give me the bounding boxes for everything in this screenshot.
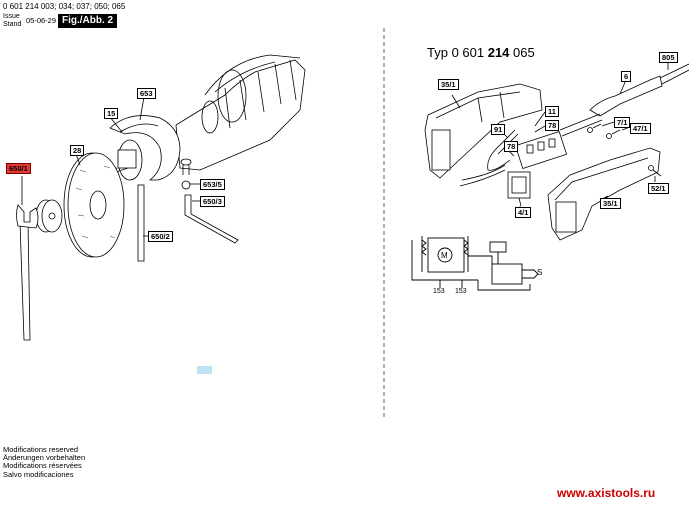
flange-nut [35,199,63,233]
callout-35-1-bottom: 35/1 [600,198,621,209]
wiring-schematic [411,236,539,291]
callout-15: 15 [104,108,119,119]
highlight-marker [197,366,212,374]
issue-stand-label: Issue Stand [3,13,21,29]
callout-52-1: 52/1 [648,183,669,194]
housing-half-top [424,83,543,179]
type-bold: 214 [487,45,510,60]
spanner-wrench [16,204,39,341]
callout-6: 6 [621,71,632,82]
callout-11: 11 [545,106,559,117]
type-heading: Typ 0 601 214 065 [427,45,535,60]
callout-7-1: 7/1 [614,117,631,128]
callout-650-1-highlighted: 650/1 [6,163,31,174]
motor-symbol: M [441,251,448,260]
allen-key [184,194,239,244]
screws [587,123,662,177]
callout-78-upper: 78 [545,120,560,131]
brush-holder [507,171,531,207]
bolt [180,158,192,190]
callout-4-1: 4/1 [515,207,532,218]
callout-653-5: 653/5 [200,179,225,190]
schematic-label-153-left: 153 [433,288,445,295]
figure-label: Fig./Abb. 2 [58,14,118,28]
website-link[interactable]: www.axistools.ru [557,486,656,500]
grinder-body [175,54,306,171]
note-es: Salvo modificaciones [3,469,74,479]
housing-half-bottom [547,147,661,241]
callout-653: 653 [137,88,156,99]
type-suffix: 065 [509,45,535,60]
callout-78-lower: 78 [504,141,519,152]
stand-label: Stand [3,21,22,28]
note-de: Änderungen vorbehalten [3,453,86,463]
callout-650-2: 650/2 [148,231,173,242]
callout-91: 91 [491,124,506,135]
note-fr: Modifications réservées [3,461,82,471]
type-prefix: Typ 0 601 [427,45,488,60]
pin-rod [137,184,145,262]
wires [459,129,519,187]
callout-47-1: 47/1 [630,123,651,134]
model-numbers: 0 601 214 003; 034; 037; 050; 065 [3,2,126,11]
modification-notes: Modifications reserved Änderungen vorbeh… [3,445,86,479]
callout-28: 28 [70,145,85,156]
callout-650-3: 650/3 [200,196,225,207]
issue-date: 05-06-29 [26,16,57,25]
schematic-label-153-right: 153 [455,288,467,295]
grinding-wheel [63,152,125,258]
switch-assembly [514,113,603,170]
switch-symbol: S [537,268,543,277]
issue-label: Issue [3,13,20,20]
callout-805: 805 [659,52,678,63]
wheel-guard [107,115,181,181]
cable-strain-relief [589,63,689,117]
note-en: Modifications reserved [3,445,79,454]
callout-35-1-top: 35/1 [438,79,459,90]
